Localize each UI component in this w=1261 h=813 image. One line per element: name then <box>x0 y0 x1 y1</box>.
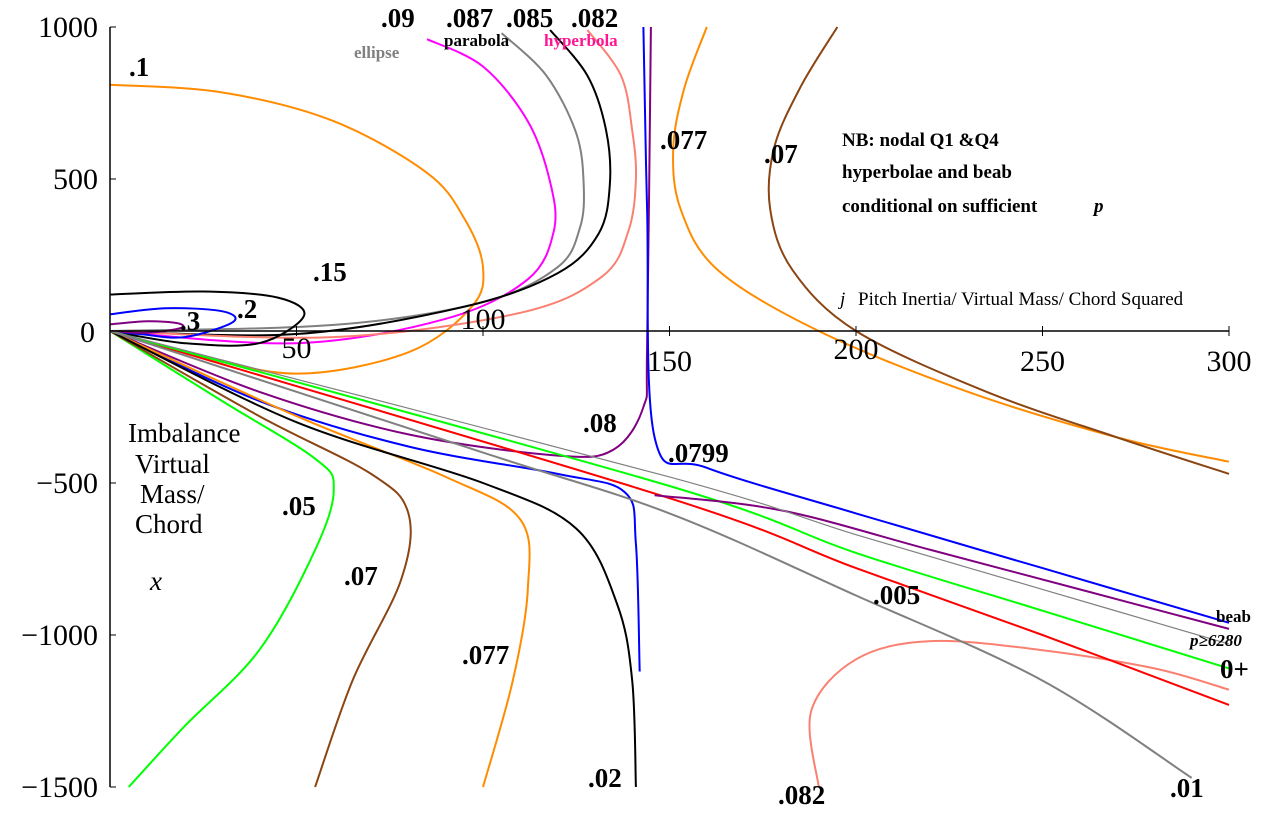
y-tick-label: −1000 <box>21 619 98 652</box>
curve-label-007-upper: .07 <box>764 139 798 169</box>
curve--3 <box>109 320 185 334</box>
curve-label-008: .08 <box>583 408 617 438</box>
beab-label: beab <box>1216 607 1251 626</box>
x-tick-label: 250 <box>1020 345 1065 378</box>
conic-label-parabola: parabola <box>444 31 510 50</box>
curve--09 <box>109 38 557 345</box>
y-axis-label-line-4: Chord <box>135 509 203 539</box>
curve-label-02: .2 <box>237 294 257 324</box>
y-tick-label: −1500 <box>21 771 98 804</box>
x-tick-label: 150 <box>647 345 692 378</box>
y-tick-label: 1000 <box>38 11 98 44</box>
y-axis-label-line-3: Mass/ <box>140 479 205 509</box>
curve--01 <box>109 330 1193 779</box>
beab-condition: p≥6280 <box>1188 631 1242 650</box>
curve--15 <box>109 290 306 347</box>
tick-group: 50 100 150 200 250 300 0 1000 500 −500 −1000 −1500 <box>21 11 1251 804</box>
curve-group <box>109 26 1230 788</box>
curve-label-0082: .082 <box>571 3 618 33</box>
curve-label-001: .01 <box>1170 773 1204 803</box>
x-axis-label: Pitch Inertia/ Virtual Mass/ Chord Squar… <box>858 289 1184 310</box>
curve-label-03: .3 <box>180 306 200 336</box>
curve--077-lower <box>109 330 531 788</box>
curve--087 <box>109 32 585 332</box>
curve-label-0plus: 0+ <box>1220 654 1249 684</box>
curve--085 <box>109 29 612 337</box>
curve--0799 <box>642 26 1230 624</box>
origin-label: 0 <box>80 316 95 349</box>
note-line-1: NB: nodal Q1 &Q4 <box>842 130 999 151</box>
curve-label-002: .02 <box>588 763 622 793</box>
x-tick-label: 50 <box>282 332 312 365</box>
curve-label-0082-lower: .082 <box>778 780 825 810</box>
curve-upper-08 <box>654 494 1230 630</box>
x-tick-label: 100 <box>461 303 506 336</box>
curve--077 <box>672 26 1230 463</box>
curve--07 <box>767 26 1230 475</box>
note-line-2: hyperbolae and beab <box>842 162 1012 183</box>
curve-label-01: .1 <box>129 52 149 82</box>
x-tick-label: 200 <box>834 333 879 366</box>
curve-asymptote <box>109 330 1230 645</box>
curve-label-015: .15 <box>313 257 347 287</box>
y-axis-label-line-1: Imbalance <box>128 418 240 448</box>
curve-label-00799: .0799 <box>668 438 729 468</box>
curve--005 <box>109 330 1230 706</box>
curve-label-0077-upper: .077 <box>660 125 707 155</box>
curve-label-005: .05 <box>282 491 316 521</box>
note-line-3: conditional on sufficient <box>842 196 1038 217</box>
x-tick-label: 300 <box>1207 345 1252 378</box>
curve--02 <box>109 330 637 788</box>
curve--07-lower <box>109 330 412 788</box>
curve-0- <box>109 330 1230 670</box>
y-tick-label: −500 <box>36 467 98 500</box>
conic-label-hyperbola: hyperbola <box>544 31 618 50</box>
curve-label-0087: .087 <box>446 3 493 33</box>
note-symbol-p: p <box>1092 196 1104 217</box>
curve--2 <box>109 307 237 339</box>
curve--0799-lower <box>109 330 641 672</box>
curve-label-0077-lower: .077 <box>462 640 509 670</box>
curve-label-007-lower: .07 <box>344 561 378 591</box>
y-axis-symbol-x: x <box>149 566 162 596</box>
curve--082 <box>109 29 638 339</box>
y-axis-label-line-2: Virtual <box>135 449 210 479</box>
conic-label-ellipse: ellipse <box>354 43 400 62</box>
curve--08 <box>109 26 652 458</box>
curve-label-0005: .005 <box>873 580 920 610</box>
curve--082-lower <box>808 639 1230 788</box>
curve--05 <box>109 330 335 788</box>
y-tick-label: 500 <box>53 163 98 196</box>
curve-label-0085: .085 <box>506 3 553 33</box>
curve-label-009: .09 <box>381 3 415 33</box>
x-axis-symbol-j: j <box>837 289 845 310</box>
